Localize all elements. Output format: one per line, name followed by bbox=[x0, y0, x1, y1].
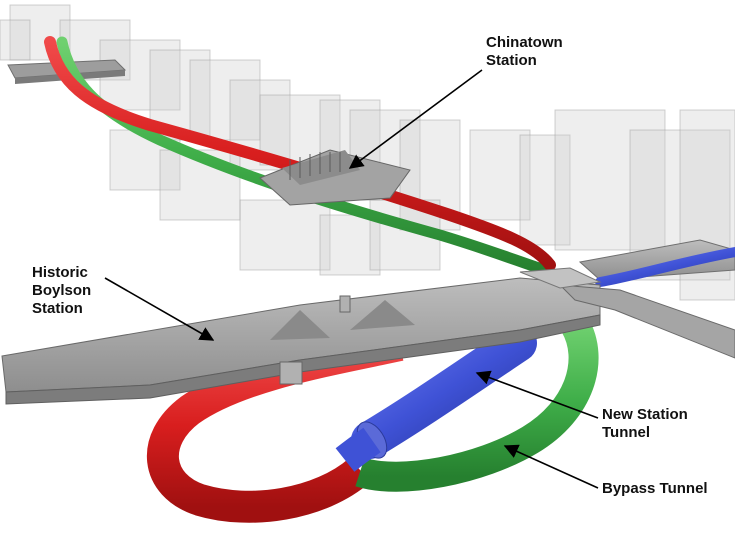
boylston-station-structure bbox=[1, 267, 735, 405]
boylston-station-label: Historic Boylson Station bbox=[32, 264, 91, 318]
boylston-label-line3: Station bbox=[32, 300, 83, 317]
new-tunnel-label-line2: Tunnel bbox=[602, 424, 651, 441]
annotation-arrows bbox=[104, 69, 599, 489]
boylston-label-line1: Historic bbox=[32, 264, 88, 281]
boylston-label-line2: Boylson bbox=[32, 282, 92, 299]
blue-track-upper bbox=[595, 247, 735, 287]
chinatown-station-structure bbox=[259, 149, 411, 206]
new-tunnel-label-line1: New Station bbox=[602, 406, 688, 423]
chinatown-label-line1: Chinatown bbox=[486, 34, 563, 51]
green-loop bbox=[355, 317, 599, 492]
bypass-tunnel-arrow bbox=[503, 444, 599, 489]
new-station-tunnel-label: New Station Tunnel bbox=[602, 406, 688, 442]
new-station-tunnel-arrow bbox=[475, 370, 599, 419]
bypass-label-line1: Bypass Tunnel bbox=[602, 480, 708, 497]
chinatown-station-label: Chinatown Station bbox=[486, 34, 563, 70]
chinatown-arrow bbox=[348, 69, 483, 169]
bypass-tunnel-label: Bypass Tunnel bbox=[602, 480, 708, 498]
new-station-tunnel-shape bbox=[335, 324, 537, 472]
chinatown-label-line2: Station bbox=[486, 52, 537, 69]
right-junction-platform bbox=[578, 239, 735, 281]
boylston-arrow bbox=[104, 277, 215, 341]
